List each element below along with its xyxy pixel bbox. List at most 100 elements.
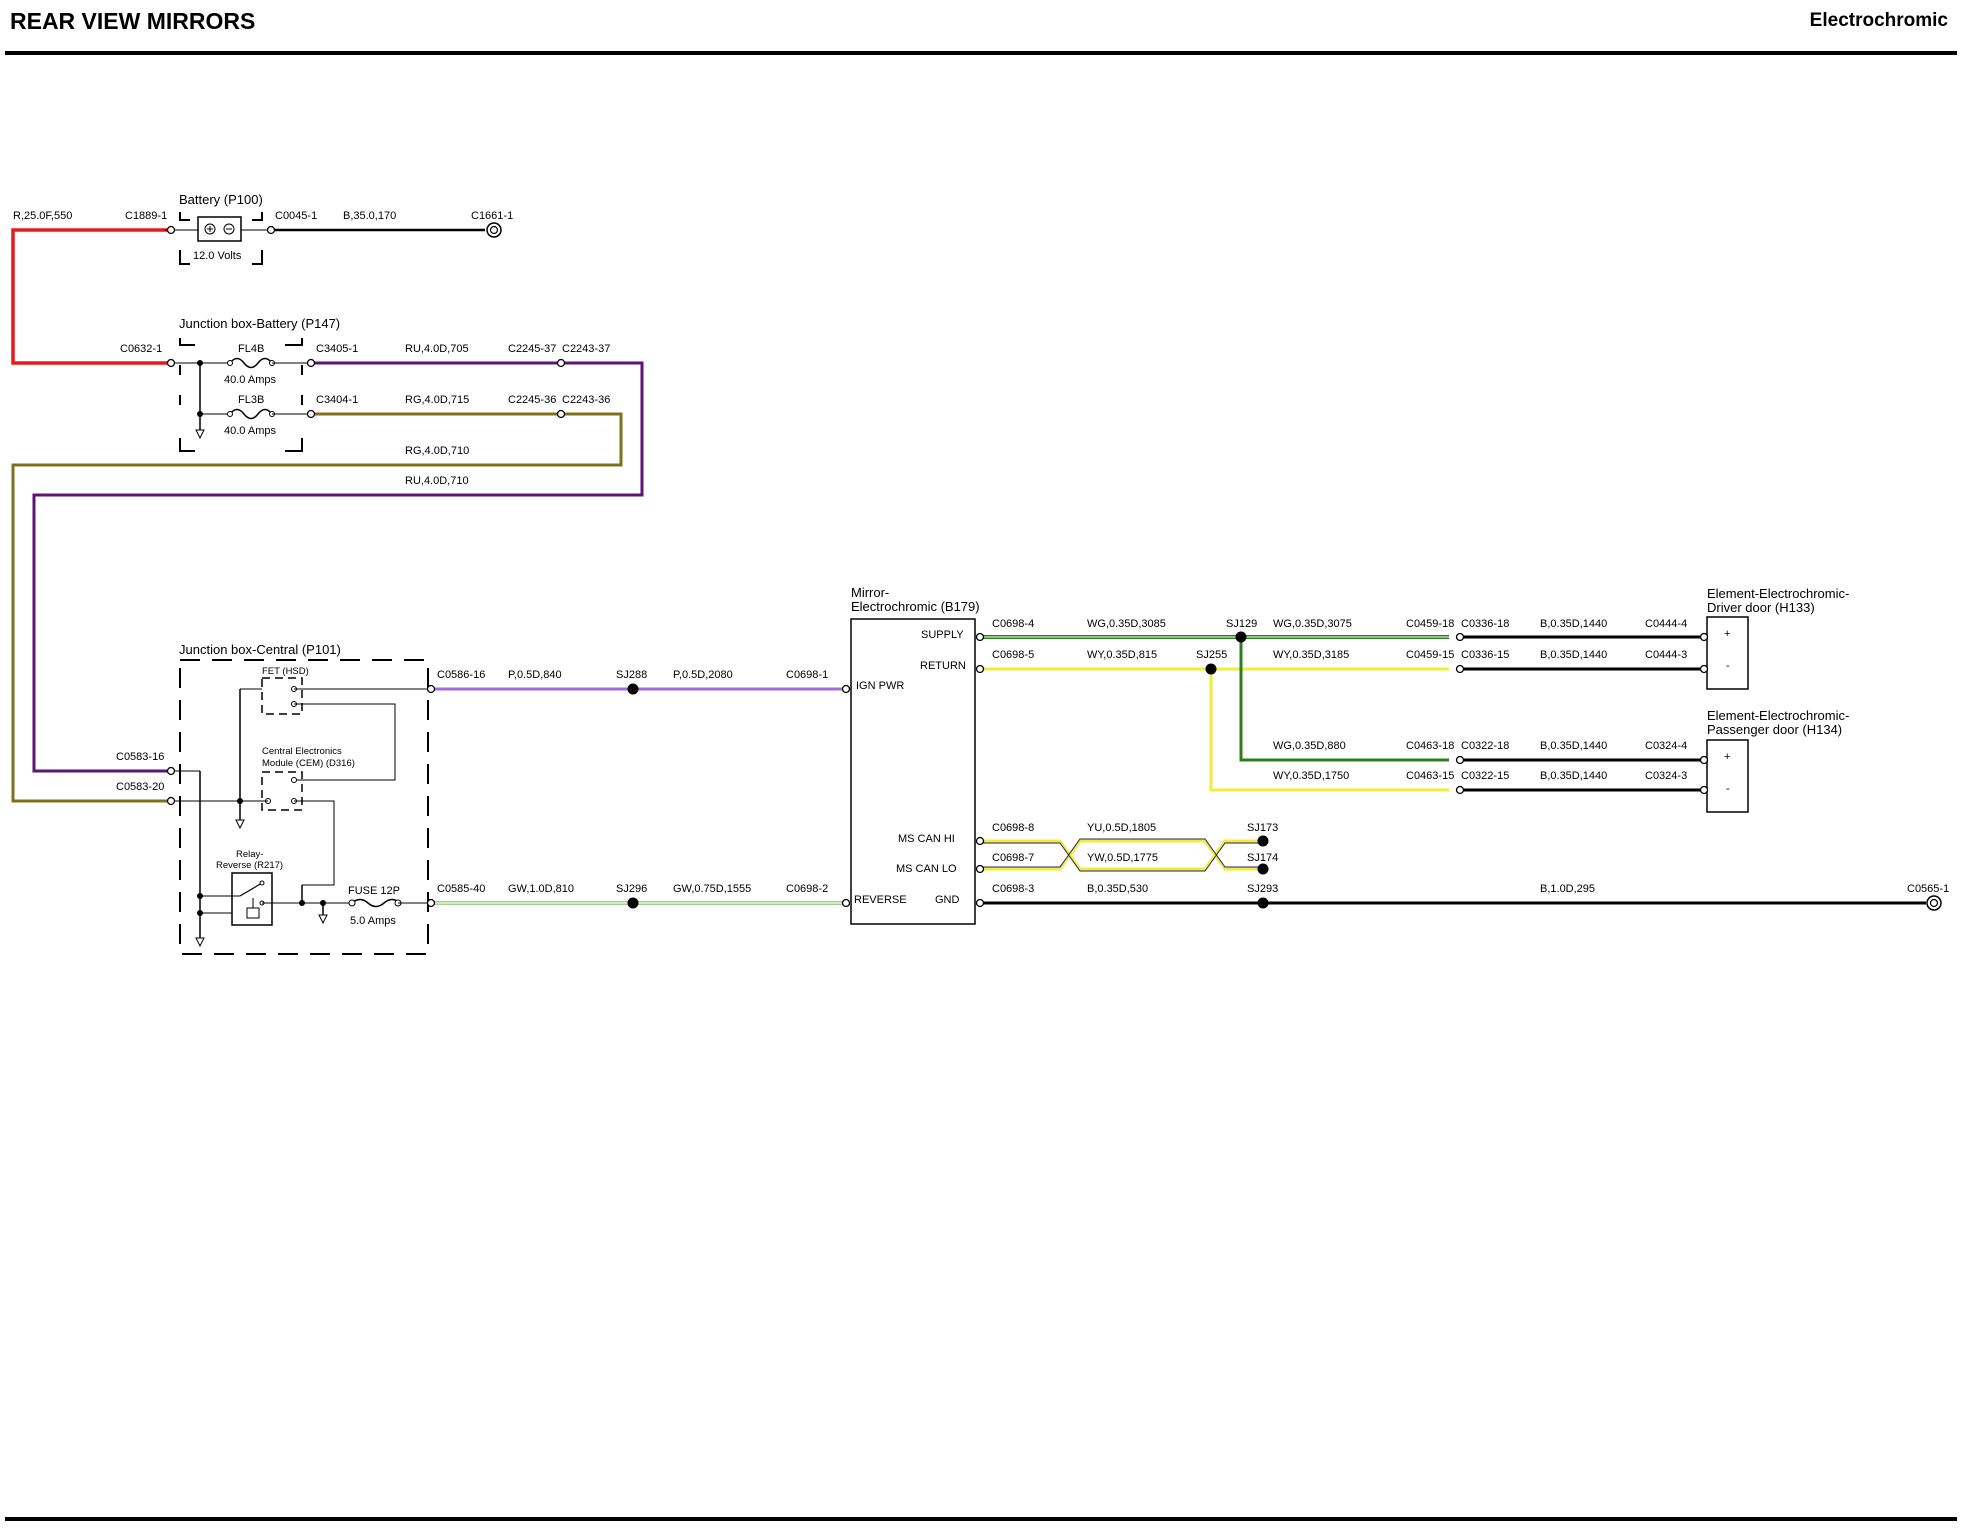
passenger-label-1: Element-Electrochromic- <box>1707 708 1849 723</box>
pin-ign-pwr: IGN PWR <box>856 680 904 692</box>
pin-ms-can-lo: MS CAN LO <box>896 863 957 875</box>
connector-c0585 <box>426 898 436 908</box>
bottom-divider <box>5 1517 1957 1521</box>
splices <box>627 631 1269 909</box>
ground-c1661 <box>486 222 502 238</box>
label-wire-rg715: RG,4.0D,715 <box>405 394 469 406</box>
connector-c0583-16 <box>166 766 176 776</box>
label-sj255: SJ255 <box>1196 649 1227 661</box>
label-c1889: C1889-1 <box>125 210 167 222</box>
splice-sj173 <box>1257 835 1269 847</box>
jb-battery-label: Junction box-Battery (P147) <box>179 316 340 331</box>
cem-switch <box>261 771 303 811</box>
label-sj173: SJ173 <box>1247 822 1278 834</box>
label-wire-wg3075: WG,0.35D,3075 <box>1273 618 1352 630</box>
label-c0698-3: C0698-3 <box>992 883 1034 895</box>
label-wire-b530: B,0.35D,530 <box>1087 883 1148 895</box>
label-wire-b1440a: B,0.35D,1440 <box>1540 618 1607 630</box>
relay-label-2: Reverse (R217) <box>216 860 283 871</box>
battery-cell <box>197 216 242 242</box>
passenger-element-box <box>1706 739 1749 813</box>
label-wire-b1440d: B,0.35D,1440 <box>1540 770 1607 782</box>
label-wire-b35: B,35.0,170 <box>343 210 396 222</box>
label-wire-wy3185: WY,0.35D,3185 <box>1273 649 1349 661</box>
label-c0459-15: C0459-15 <box>1406 649 1454 661</box>
element-driver-door-h133: Element-Electrochromic- Driver door (H13… <box>1706 586 1849 690</box>
wire-r-25-550 <box>11 228 169 365</box>
label-sj296: SJ296 <box>616 883 647 895</box>
junction-box-central: Junction box-Central (P101) FET (HSD) Ce… <box>171 642 430 955</box>
fet-switch <box>261 677 303 715</box>
fuse-fl3b-rating: 40.0 Amps <box>224 425 276 437</box>
label-wire-gw1555: GW,0.75D,1555 <box>673 883 751 895</box>
battery-minus-terminal <box>223 223 235 235</box>
label-c0698-1: C0698-1 <box>786 669 828 681</box>
label-c0444-3: C0444-3 <box>1645 649 1687 661</box>
label-c0698-4: C0698-4 <box>992 618 1034 630</box>
connector-c1889 <box>166 225 176 235</box>
mirror-electrochromic-b179: Mirror- Electrochromic (B179) SUPPLY RET… <box>850 585 980 925</box>
label-c0322-18: C0322-18 <box>1461 740 1509 752</box>
label-wire-ru710: RU,4.0D,710 <box>405 475 469 487</box>
passenger-label-2: Passenger door (H134) <box>1707 722 1842 737</box>
label-c0698-2: C0698-2 <box>786 883 828 895</box>
connector-c2245-36 <box>556 409 566 419</box>
connector-c0045 <box>266 225 276 235</box>
jb-central-outline <box>179 659 429 955</box>
label-sj174: SJ174 <box>1247 852 1278 864</box>
label-c0698-7: C0698-7 <box>992 852 1034 864</box>
splice-sj296 <box>627 897 639 909</box>
connector-c0586 <box>426 684 436 694</box>
connector-c0698-8 <box>975 836 985 846</box>
passenger-plus: + <box>1724 751 1730 763</box>
battery-p100: Battery (P100) 12.0 Volts <box>165 192 276 265</box>
label-wire-ru705: RU,4.0D,705 <box>405 343 469 355</box>
connector-c0698-5 <box>975 664 985 674</box>
label-c0322-15: C0322-15 <box>1461 770 1509 782</box>
connector-c0698-1 <box>841 684 851 694</box>
connector-c0459-18 <box>1455 632 1465 642</box>
fuse-12p-rating: 5.0 Amps <box>350 915 396 927</box>
label-c0565: C0565-1 <box>1907 883 1949 895</box>
wire-wy-1750 <box>1209 669 1449 792</box>
battery-bracket-br <box>252 250 263 265</box>
wires <box>11 228 1926 905</box>
label-c3404: C3404-1 <box>316 394 358 406</box>
connector-c0463-15 <box>1455 785 1465 795</box>
label-wire-wy815: WY,0.35D,815 <box>1087 649 1157 661</box>
label-c0586: C0586-16 <box>437 669 485 681</box>
connectors <box>166 225 1709 908</box>
driver-label-1: Element-Electrochromic- <box>1707 586 1849 601</box>
label-c2243-37: C2243-37 <box>562 343 610 355</box>
label-wire-gw810: GW,1.0D,810 <box>508 883 574 895</box>
label-c0698-8: C0698-8 <box>992 822 1034 834</box>
connector-c0324-4 <box>1699 755 1709 765</box>
page-title: REAR VIEW MIRRORS <box>10 8 256 34</box>
driver-label-2: Driver door (H133) <box>1707 600 1815 615</box>
label-c0336-18: C0336-18 <box>1461 618 1509 630</box>
label-sj293: SJ293 <box>1247 883 1278 895</box>
battery-bracket-bl <box>179 250 190 265</box>
label-wire-wg880: WG,0.35D,880 <box>1273 740 1346 752</box>
label-c3405: C3405-1 <box>316 343 358 355</box>
label-c0444-4: C0444-4 <box>1645 618 1687 630</box>
label-c0459-18: C0459-18 <box>1406 618 1454 630</box>
wire-ru-705 <box>32 361 644 773</box>
pin-ms-can-hi: MS CAN HI <box>898 833 955 845</box>
wire-rg-715 <box>11 412 623 803</box>
fuse-fl3b-label: FL3B <box>238 394 264 406</box>
label-wire-wy1750: WY,0.35D,1750 <box>1273 770 1349 782</box>
element-passenger-door-h134: Element-Electrochromic- Passenger door (… <box>1706 708 1849 813</box>
label-c2243-36: C2243-36 <box>562 394 610 406</box>
fuse-fl4b-label: FL4B <box>238 343 264 355</box>
label-c0583-20: C0583-20 <box>116 781 164 793</box>
mirror-label-1: Mirror- <box>851 585 889 600</box>
label-wire-rg710: RG,4.0D,710 <box>405 445 469 457</box>
splice-sj174 <box>1257 863 1269 875</box>
label-wire-yw1775: YW,0.5D,1775 <box>1087 852 1158 864</box>
battery-bracket-tl <box>179 212 190 221</box>
label-wire-wg3085: WG,0.35D,3085 <box>1087 618 1166 630</box>
ground-c0565 <box>1926 895 1942 911</box>
label-wire-yu1805: YU,0.5D,1805 <box>1087 822 1156 834</box>
